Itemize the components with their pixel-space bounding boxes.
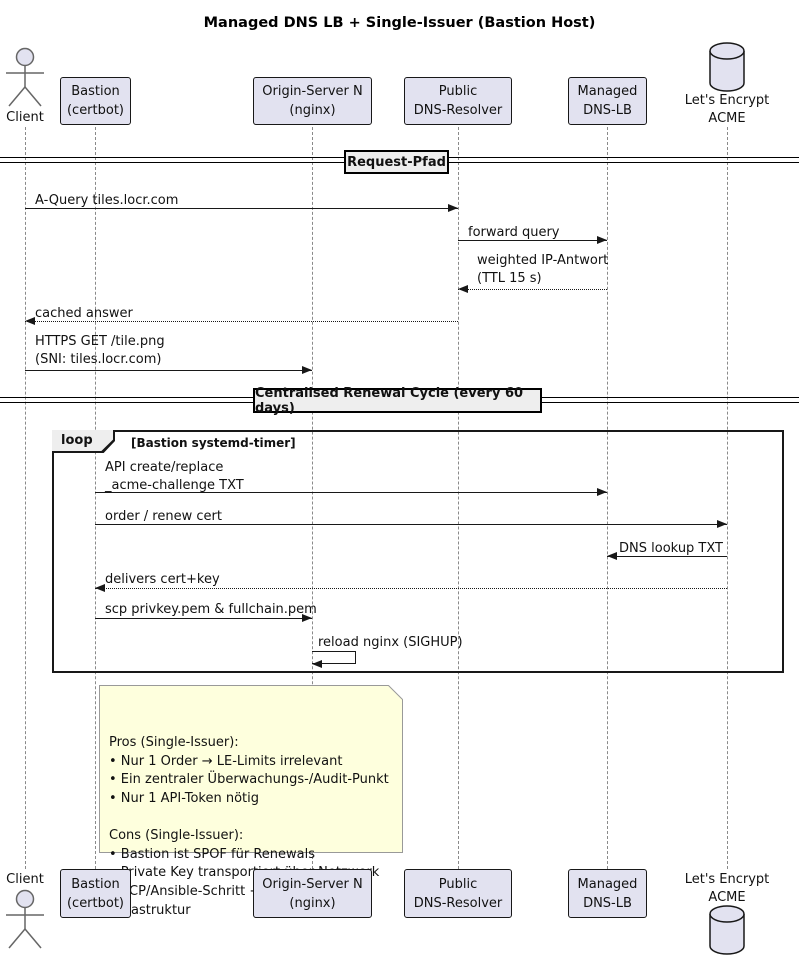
lifeline-resolver	[458, 127, 459, 869]
arrow-line	[95, 524, 727, 525]
participant-client-label-bottom: Client	[6, 872, 44, 887]
arrow-line	[95, 618, 312, 619]
divider-request-path: Request-Pfad	[344, 150, 449, 174]
arrow-line	[25, 208, 458, 209]
arrowhead-right-icon	[302, 614, 312, 622]
note-fold-icon	[388, 685, 403, 700]
participant-dns-resolver-bottom: Public DNS-Resolver	[404, 869, 512, 918]
message-label: A-Query tiles.locr.com	[35, 193, 179, 208]
message-label: scp privkey.pem & fullchain.pem	[105, 602, 317, 617]
arrow-line	[312, 651, 355, 652]
lifeline-client	[25, 127, 26, 869]
arrowhead-left-icon	[458, 285, 468, 293]
arrow-line	[95, 588, 727, 589]
divider-label: Centralised Renewal Cycle (every 60 days…	[255, 385, 524, 416]
message-label: DNS lookup TXT	[619, 541, 723, 556]
arrowhead-right-icon	[597, 488, 607, 496]
arrowhead-right-icon	[448, 204, 458, 212]
participant-acme-label-bottom: Let's Encrypt ACME	[684, 872, 770, 905]
loop-operator-label: loop	[61, 433, 93, 448]
participant-origin-server-bottom: Origin-Server N (nginx)	[253, 869, 372, 918]
arrow-line	[607, 556, 727, 557]
arrowhead-right-icon	[597, 236, 607, 244]
arrow-line	[458, 289, 607, 290]
arrowhead-left-icon	[607, 552, 617, 560]
message-label: order / renew cert	[105, 509, 222, 524]
lifeline-dnslb	[607, 127, 608, 869]
arrowhead-left-icon	[95, 584, 105, 592]
database-icon	[709, 905, 745, 955]
arrow-line	[25, 370, 312, 371]
message-label: HTTPS GET /tile.png (SNI: tiles.locr.com…	[35, 334, 165, 367]
loop-frame	[52, 430, 784, 673]
self-message-arrow	[312, 651, 356, 668]
message-label: forward query	[468, 225, 560, 240]
actor-icon	[6, 889, 44, 949]
arrowhead-left-icon	[25, 317, 35, 325]
participant-bastion-bottom: Bastion (certbot)	[60, 869, 131, 918]
lifeline-bastion	[95, 127, 96, 869]
arrow-line	[458, 240, 607, 241]
lifeline-origin	[312, 127, 313, 869]
participant-managed-dnslb-bottom: Managed DNS-LB	[568, 869, 647, 918]
arrow-line	[25, 321, 458, 322]
message-label: API create/replace _acme-challenge TXT	[105, 460, 244, 493]
arrow-line	[95, 492, 607, 493]
arrowhead-right-icon	[717, 520, 727, 528]
participant-acme-label: Let's Encrypt ACME	[684, 93, 770, 126]
participant-client-label: Client	[6, 110, 44, 125]
loop-condition: [Bastion systemd-timer]	[131, 436, 296, 450]
loop-operator: loop	[52, 430, 113, 451]
database-icon	[709, 42, 745, 92]
participant-managed-dnslb: Managed DNS-LB	[568, 77, 647, 125]
message-label: reload nginx (SIGHUP)	[318, 635, 463, 650]
arrow-line	[312, 663, 355, 664]
actor-icon	[6, 47, 44, 107]
diagram-title: Managed DNS LB + Single-Issuer (Bastion …	[203, 15, 596, 31]
pros-cons-note: Pros (Single-Issuer): • Nur 1 Order → LE…	[99, 685, 403, 918]
message-label: delivers cert+key	[105, 572, 220, 587]
lifeline-acme	[727, 127, 728, 869]
arrowhead-right-icon	[302, 366, 312, 374]
message-label: cached answer	[35, 306, 133, 321]
arrow-line	[355, 651, 356, 664]
participant-bastion: Bastion (certbot)	[60, 77, 131, 125]
arrowhead-left-icon	[312, 659, 322, 668]
participant-origin-server: Origin-Server N (nginx)	[253, 77, 372, 125]
participant-dns-resolver: Public DNS-Resolver	[404, 77, 512, 125]
message-label: weighted IP-Antwort (TTL 15 s)	[477, 253, 609, 286]
divider-renewal-cycle: Centralised Renewal Cycle (every 60 days…	[253, 385, 542, 416]
divider-label: Request-Pfad	[347, 154, 446, 170]
